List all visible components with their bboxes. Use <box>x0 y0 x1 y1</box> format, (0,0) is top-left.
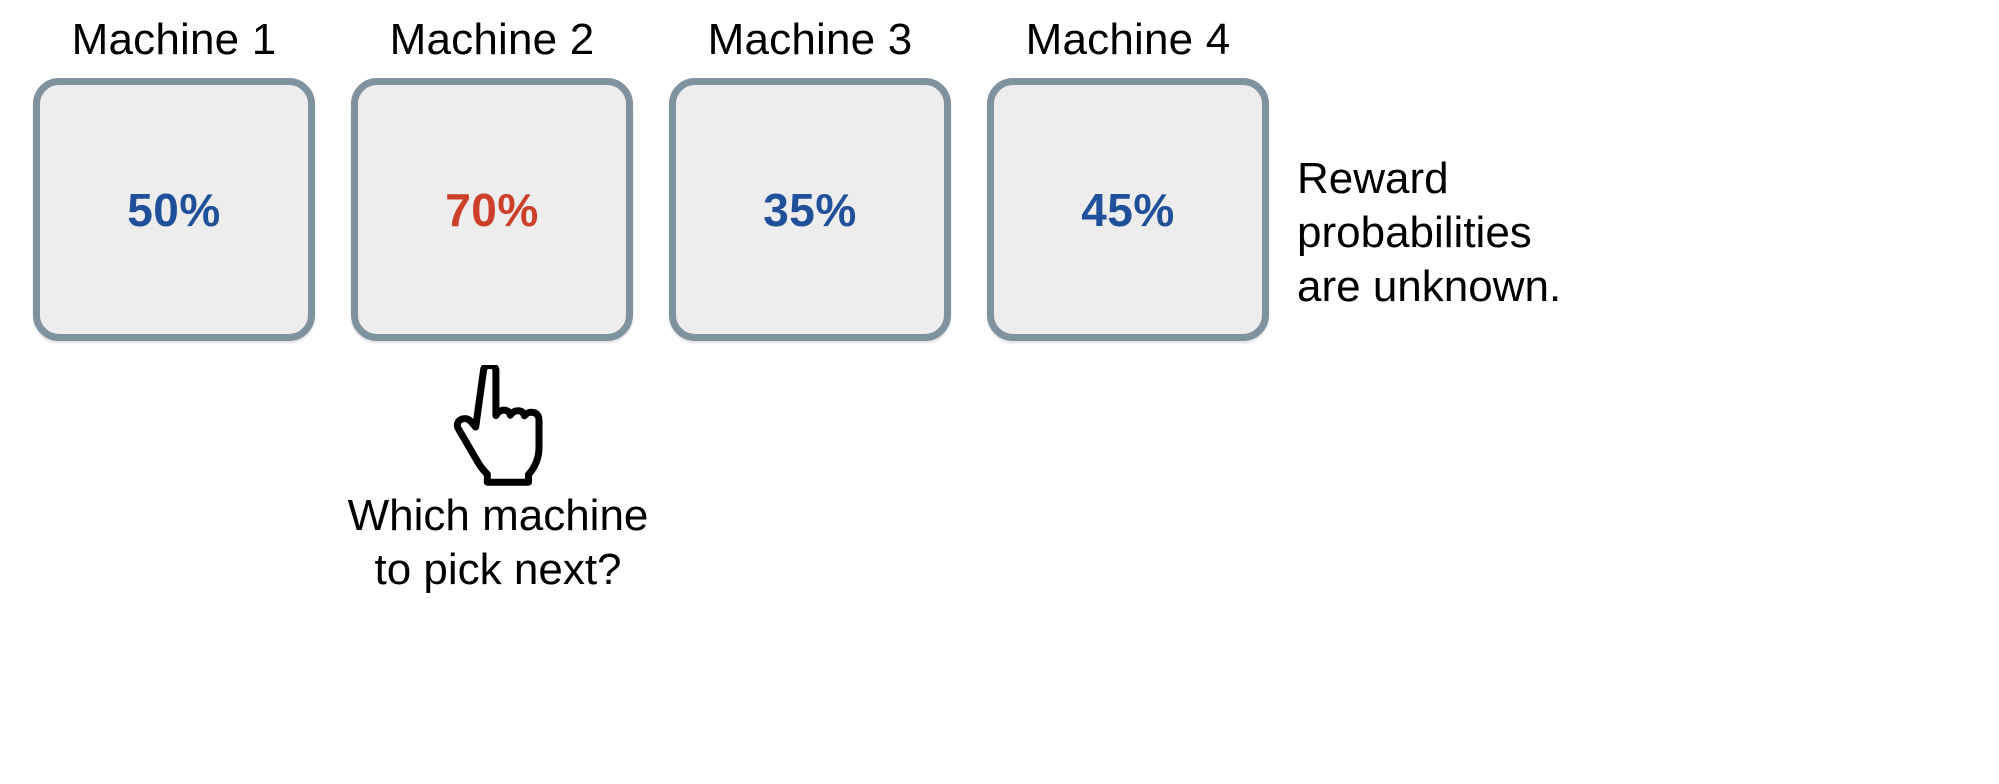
machine-1-box[interactable]: 50% <box>33 78 315 341</box>
reward-probabilities-note: Reward probabilities are unknown. <box>1297 154 1562 311</box>
machine-3-reward-probability: 35% <box>763 183 857 236</box>
machines-row: Machine 1 50% Machine 2 70% Machine 3 35… <box>33 14 1273 354</box>
which-machine-question: Which machine to pick next? <box>347 491 649 594</box>
machine-2-title: Machine 2 <box>389 15 595 64</box>
pointing-hand-icon <box>443 365 553 487</box>
machine-4[interactable]: Machine 4 45% <box>987 14 1269 341</box>
machine-3[interactable]: Machine 3 35% <box>669 14 951 341</box>
machine-4-title: Machine 4 <box>1025 15 1231 64</box>
machine-4-box[interactable]: 45% <box>987 78 1269 341</box>
machine-3-title: Machine 3 <box>707 15 913 64</box>
machine-4-reward-probability: 45% <box>1081 183 1175 236</box>
machine-2[interactable]: Machine 2 70% <box>351 14 633 341</box>
machine-3-box[interactable]: 35% <box>669 78 951 341</box>
machine-1[interactable]: Machine 1 50% <box>33 14 315 341</box>
machine-2-box[interactable]: 70% <box>351 78 633 341</box>
machine-1-reward-probability: 50% <box>127 183 221 236</box>
machine-2-reward-probability: 70% <box>445 183 539 236</box>
machine-1-title: Machine 1 <box>71 15 277 64</box>
